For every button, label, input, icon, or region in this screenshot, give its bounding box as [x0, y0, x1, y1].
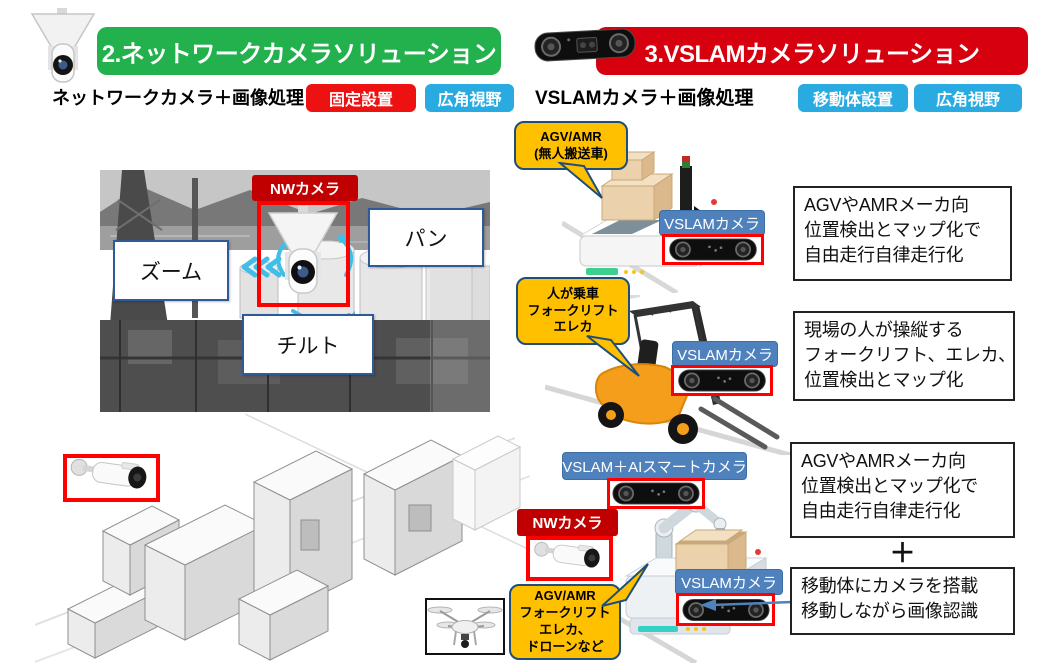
benefit-box-agv2: AGVやAMRメーカ向 位置検出とマップ化で 自由走行自律走行化: [790, 442, 1015, 538]
factory-illustration: [35, 413, 530, 663]
stereo-camera-icon: [678, 369, 766, 392]
vslam-camera-tag-forklift: VSLAMカメラ: [672, 341, 778, 367]
bullet-camera-icon: [70, 458, 147, 489]
agv-callout: AGV/AMR (無人搬送車): [514, 121, 628, 170]
stereo-camera-icon: [612, 482, 700, 505]
vslam-camera-solution-banner: 3.VSLAMカメラソリューション: [596, 27, 1028, 75]
benefit-box-mobile-recognition: 移動体にカメラを搭載 移動しながら画像認識: [790, 567, 1015, 635]
banner-title: 3.VSLAMカメラソリューション: [644, 40, 980, 68]
vslam-camera-tag-agv: VSLAMカメラ: [659, 210, 765, 236]
pointer-arrow-icon: [700, 599, 792, 611]
banner-title: 2.ネットワークカメラソリューション: [101, 40, 497, 68]
nw-camera-tag: NWカメラ: [252, 175, 358, 201]
nw-camera-highlight-box: [257, 201, 350, 307]
mobile-installation-badge: 移動体設置: [798, 84, 908, 112]
forklift-callout: 人が乗車 フォークリフト エレカ: [516, 277, 630, 345]
zoom-label: ズーム: [113, 240, 229, 301]
ptz-camera-icon: [30, 8, 96, 83]
stereo-camera-icon: [534, 28, 636, 62]
callout-tail: [557, 162, 603, 199]
stereo-camera-icon: [669, 238, 757, 261]
callout-tail: [601, 563, 649, 607]
vslam-camera-highlight-forklift: [671, 365, 773, 396]
vslam-camera-highlight-agv: [662, 234, 764, 265]
benefit-box-forklift: 現場の人が操縦する フォークリフト、エレカ、 位置検出とマップ化: [793, 311, 1016, 401]
bullet-camera-icon: [533, 541, 600, 568]
plus-sign: ＋: [889, 537, 916, 568]
bullet-camera-highlight-bottom: [526, 536, 613, 581]
wide-view-badge-right: 広角視野: [914, 84, 1022, 112]
nw-camera-tag-bottom: NWカメラ: [517, 509, 618, 536]
tilt-label: チルト: [242, 314, 374, 375]
fixed-installation-badge: 固定設置: [306, 84, 416, 112]
drone-icon: [427, 606, 503, 648]
mobile-bodies-callout: AGV/AMR フォークリフト エレカ、 ドローンなど: [509, 584, 621, 660]
vslam-camera-subtitle: VSLAMカメラ＋画像処理: [535, 88, 754, 109]
wide-view-badge-left: 広角視野: [425, 84, 514, 112]
network-camera-subtitle: ネットワークカメラ＋画像処理: [52, 88, 304, 108]
vslam-camera-tag-bottom: VSLAMカメラ: [675, 569, 783, 595]
benefit-box-agv: AGVやAMRメーカ向 位置検出とマップ化で 自由走行自律走行化: [793, 186, 1012, 281]
network-camera-solution-banner: 2.ネットワークカメラソリューション: [97, 27, 501, 75]
vslam-ai-camera-tag: VSLAM＋AIスマートカメラ: [562, 452, 747, 480]
callout-tail: [586, 335, 640, 377]
pan-label: パン: [368, 208, 484, 267]
ptz-camera-photo-icon: [267, 206, 339, 294]
vslam-ai-camera-highlight: [607, 478, 705, 509]
